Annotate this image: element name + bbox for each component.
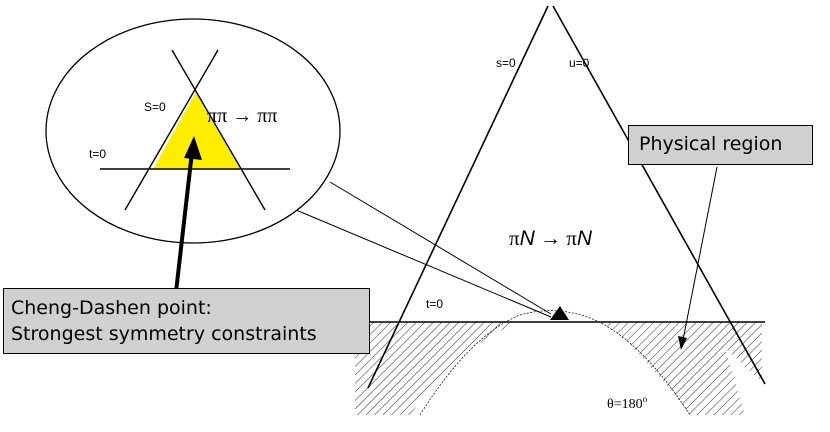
piN-reaction-label: πN → πN (509, 226, 593, 250)
cheng-dashen-arrow-head (184, 136, 202, 160)
cheng-dashen-callout: Cheng-Dashen point: Strongest symmetry c… (3, 288, 370, 354)
u0-label: u=0 (569, 56, 590, 70)
zoom-connector-lower (295, 209, 552, 318)
cheng-dashen-arrow-shaft (174, 151, 194, 293)
physical-region-left-hatch (355, 322, 520, 415)
t0-main-label: t=0 (426, 297, 443, 311)
pipi-reaction-label: ππ → ππ (207, 105, 277, 127)
cheng-dashen-point-marker (550, 306, 569, 320)
physical-region-text: Physical region (639, 133, 783, 155)
inset-triangle-fill (153, 92, 240, 169)
s0-line (367, 5, 549, 389)
cheng-dashen-line1: Cheng-Dashen point: (11, 297, 212, 319)
inset-s0-label: S=0 (144, 100, 166, 114)
inset-s0-line (124, 49, 219, 211)
u0-line (552, 5, 766, 385)
inset-t0-label: t=0 (89, 147, 106, 161)
theta-180-label: θ=180o (607, 394, 648, 412)
physical-region-right-hatch (600, 322, 762, 415)
zoom-connector-upper (329, 181, 552, 315)
s0-label: s=0 (496, 56, 516, 70)
physical-region-callout: Physical region (628, 125, 813, 165)
inset-u0-line (171, 49, 266, 211)
cheng-dashen-line2: Strongest symmetry constraints (11, 323, 317, 345)
physical-region-arrow-shaft (682, 166, 718, 341)
physical-region-arrow-head (678, 336, 687, 350)
theta-180-curve (419, 310, 691, 416)
